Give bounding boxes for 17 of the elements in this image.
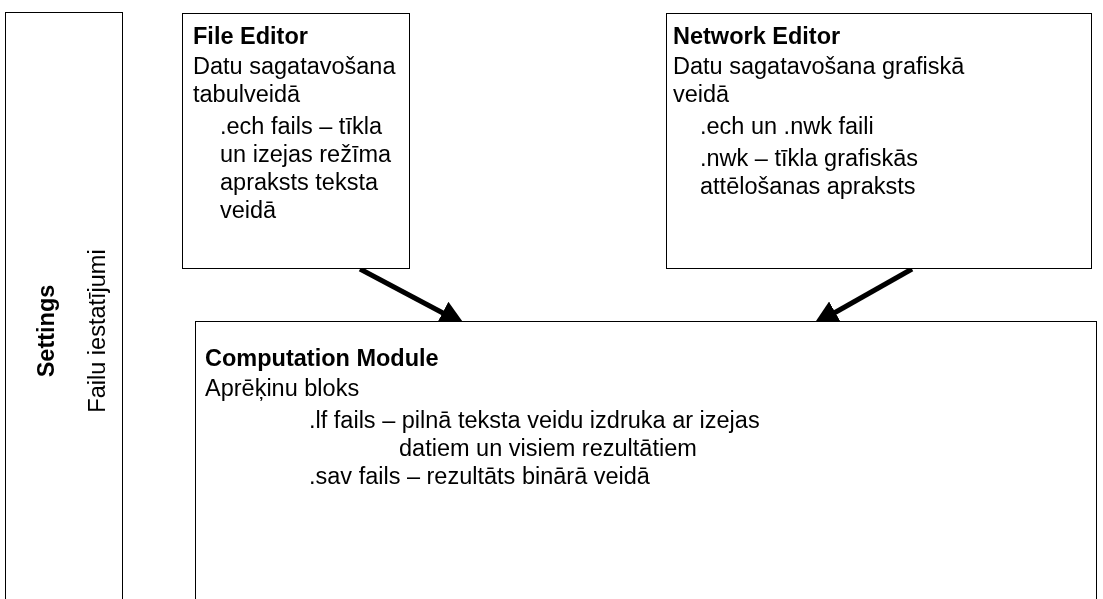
module-description: Datu sagatavošana grafiskā veidā — [673, 52, 966, 108]
file-description: .ech un .nwk faili — [700, 112, 875, 140]
file-description: .sav fails – rezultāts binārā veidā — [309, 462, 651, 490]
panel-subtitle: Failu iestatījumi — [82, 249, 111, 413]
file-description: .lf fails – pilnā teksta veidu izdruka ar izejas datiem un visiem rezultātiem — [309, 406, 761, 462]
module-title: File Editor — [193, 22, 309, 50]
module-title: Network Editor — [673, 22, 842, 50]
module-title: Computation Module — [205, 344, 440, 372]
file-description: .ech fails – tīkla un izejas režīma apraksts teksta veidā — [220, 112, 393, 224]
side-panel — [5, 12, 123, 599]
panel-title: Settings — [31, 284, 60, 378]
module-description: Aprēķinu bloks — [205, 374, 361, 402]
module-description: Datu sagatavošana tabulveidā — [193, 52, 397, 108]
module-box — [195, 321, 1097, 599]
module-box — [666, 13, 1092, 269]
module-box — [182, 13, 410, 269]
file-description: .nwk – tīkla grafiskās attēlošanas apraksts — [700, 144, 920, 200]
